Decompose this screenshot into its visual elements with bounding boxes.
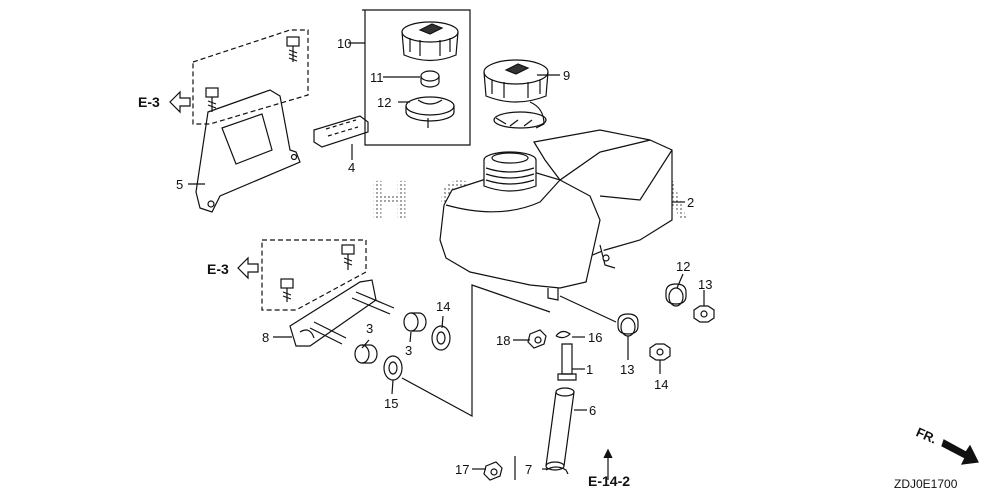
callout-14-upper: 14 xyxy=(436,299,451,314)
tube-clamp-icon xyxy=(545,466,569,475)
bracket-window xyxy=(221,113,273,165)
rubber-pad-part xyxy=(313,115,369,148)
bolt-icon xyxy=(286,36,300,62)
callout-4: 4 xyxy=(348,160,356,175)
callout-12-lower: 13 xyxy=(620,362,635,377)
cap-assembly-box xyxy=(362,9,471,146)
fuel-cap-icon xyxy=(483,59,549,129)
callout-3-upper: 3 xyxy=(405,343,413,358)
fuel-cap-icon xyxy=(401,21,459,62)
rubber-mount-icon xyxy=(403,312,427,332)
clamp-icon xyxy=(483,461,503,481)
bolt-icon xyxy=(280,278,294,302)
callout-12-upper: 12 xyxy=(676,259,691,274)
reference-e3-lower: E-3 xyxy=(207,261,229,277)
fuel-tube-icon xyxy=(545,387,575,471)
reference-arrow-icon xyxy=(237,256,259,280)
rubber-mount-icon xyxy=(665,283,687,307)
gasket-icon xyxy=(420,70,440,88)
strainer-icon xyxy=(405,96,455,128)
fuel-tank-part xyxy=(439,129,673,289)
bolt-icon xyxy=(205,87,219,112)
callout-8: 10 xyxy=(337,36,352,51)
bracket-part xyxy=(195,89,301,213)
washer-icon xyxy=(383,355,403,381)
callout-1: 1 xyxy=(586,362,594,377)
front-direction-arrow-icon xyxy=(941,439,979,465)
mount-bracket-part xyxy=(289,279,377,347)
callout-2: 2 xyxy=(687,195,695,210)
reference-e14-2: E-14-2 xyxy=(588,473,631,489)
callout-6: 8 xyxy=(262,330,270,345)
hose-clamp-icon xyxy=(527,329,547,349)
callout-11: 6 xyxy=(589,403,597,418)
callout-13-lower: 14 xyxy=(654,377,669,392)
callout-18: 18 xyxy=(496,333,511,348)
callout-5: 5 xyxy=(176,177,184,192)
reference-arrow-icon xyxy=(169,90,191,114)
rubber-mount-icon xyxy=(617,313,639,337)
callout-15: 7 xyxy=(525,462,533,477)
rubber-mount-icon xyxy=(354,344,378,364)
nut-icon xyxy=(649,343,671,361)
diagram-code: ZDJ0E1700 xyxy=(894,477,958,491)
callout-13-upper: 13 xyxy=(698,277,713,292)
washer-icon xyxy=(431,325,451,351)
upper-bolt-group-box xyxy=(192,29,309,125)
callout-17: 17 xyxy=(455,462,470,477)
clip-icon xyxy=(555,330,571,339)
callout-7: 9 xyxy=(563,68,571,83)
fuel-joint-icon xyxy=(557,343,577,381)
bolt-icon xyxy=(341,244,355,270)
callout-14-lower: 15 xyxy=(384,396,399,411)
stud-icon xyxy=(351,291,395,315)
reference-e3-upper: E-3 xyxy=(138,94,160,110)
callout-10: 12 xyxy=(377,95,392,110)
nut-icon xyxy=(693,305,715,323)
callout-16: 16 xyxy=(588,330,603,345)
callout-9: 11 xyxy=(370,70,384,85)
stud-icon xyxy=(309,321,347,345)
callout-3-lower: 3 xyxy=(366,321,374,336)
